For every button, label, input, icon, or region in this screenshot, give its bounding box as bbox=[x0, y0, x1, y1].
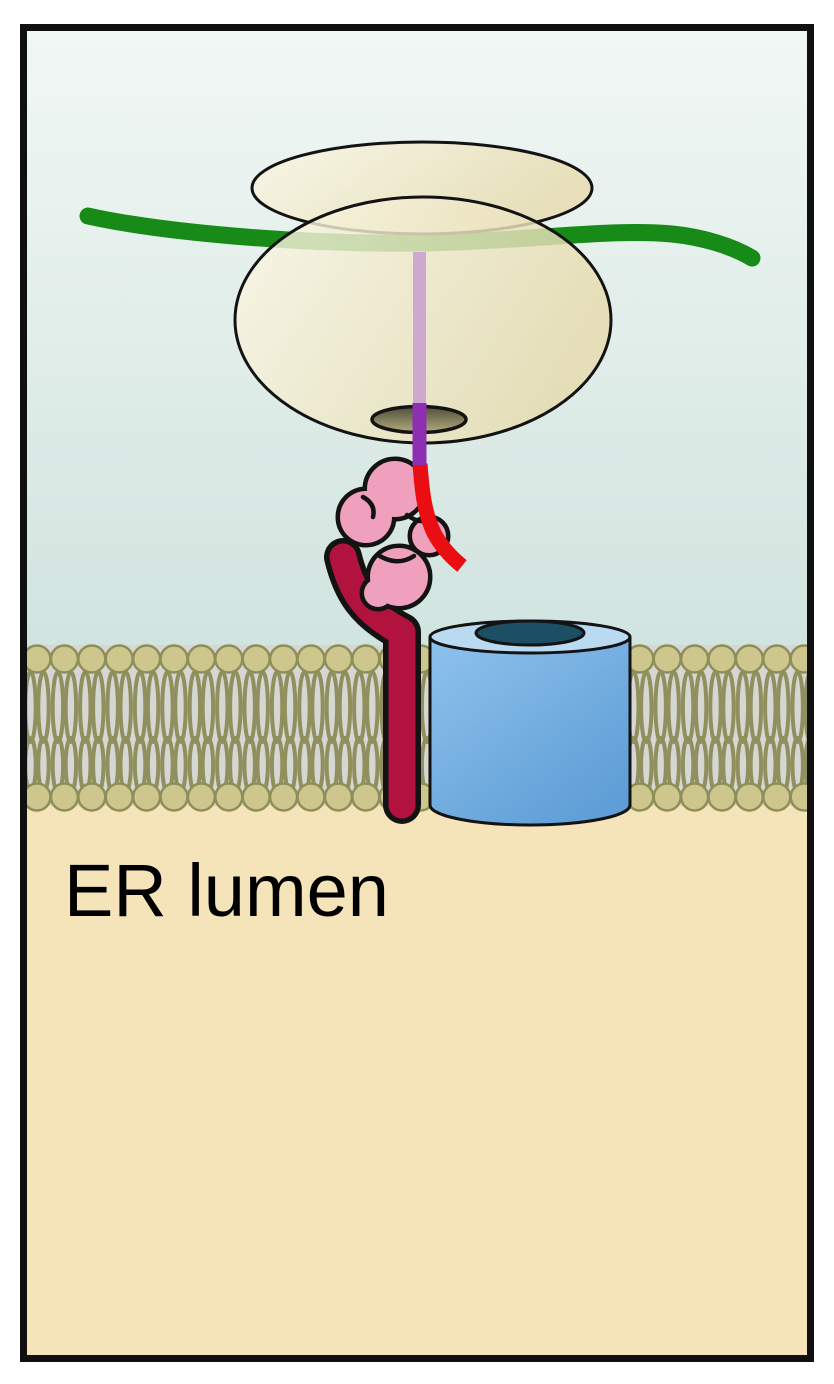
lipid-head bbox=[186, 644, 217, 674]
lipid-head bbox=[104, 782, 134, 812]
lipid-head bbox=[27, 782, 52, 812]
lipid-head bbox=[323, 644, 354, 674]
lipid-head bbox=[241, 782, 271, 812]
signal-sequence bbox=[412, 463, 467, 572]
lipid-head bbox=[296, 782, 326, 812]
lipid-head bbox=[734, 782, 765, 812]
lipid-head bbox=[351, 782, 381, 812]
lipid-tail bbox=[803, 738, 807, 792]
lipid-head bbox=[159, 782, 189, 812]
lipid-head bbox=[241, 644, 271, 674]
translocon-pore bbox=[474, 619, 586, 647]
lipid-head bbox=[159, 644, 189, 674]
lipid-head bbox=[214, 782, 244, 812]
lipid-head bbox=[707, 782, 737, 812]
lipid-head bbox=[789, 782, 807, 812]
lipid-head bbox=[268, 644, 299, 674]
lipid-head bbox=[789, 644, 807, 674]
lipid-head bbox=[131, 644, 162, 674]
panel-border bbox=[20, 24, 814, 1362]
lipid-head bbox=[707, 644, 737, 674]
lipid-head bbox=[77, 782, 107, 812]
lipid-head bbox=[762, 644, 792, 674]
translocon-body bbox=[428, 635, 632, 827]
srp-lobe bbox=[340, 491, 392, 543]
srp-lobe bbox=[364, 579, 392, 607]
lipid-head bbox=[49, 782, 80, 812]
lipid-tail bbox=[803, 673, 807, 741]
lipid-head bbox=[214, 644, 244, 674]
lipid-head bbox=[351, 644, 381, 674]
er-lumen-label: ER lumen bbox=[64, 849, 389, 932]
lipid-head bbox=[131, 782, 162, 812]
lipid-head bbox=[762, 782, 792, 812]
translocon-channel bbox=[428, 619, 632, 827]
lipid-head bbox=[296, 644, 326, 674]
lipid-head bbox=[323, 782, 354, 812]
lipid-head bbox=[104, 644, 134, 674]
nascent-chain-emerging bbox=[412, 403, 427, 465]
lipid-head bbox=[679, 644, 710, 674]
lipid-head bbox=[268, 782, 299, 812]
lipid-head bbox=[49, 644, 80, 674]
lipid-head bbox=[734, 644, 765, 674]
lipid-head bbox=[652, 782, 682, 812]
lipid-head bbox=[679, 782, 710, 812]
lipid-head bbox=[77, 644, 107, 674]
er-lumen-background bbox=[27, 806, 807, 1355]
lipid-head bbox=[27, 644, 52, 674]
lipid-head bbox=[186, 782, 217, 812]
lipid-head bbox=[652, 644, 682, 674]
